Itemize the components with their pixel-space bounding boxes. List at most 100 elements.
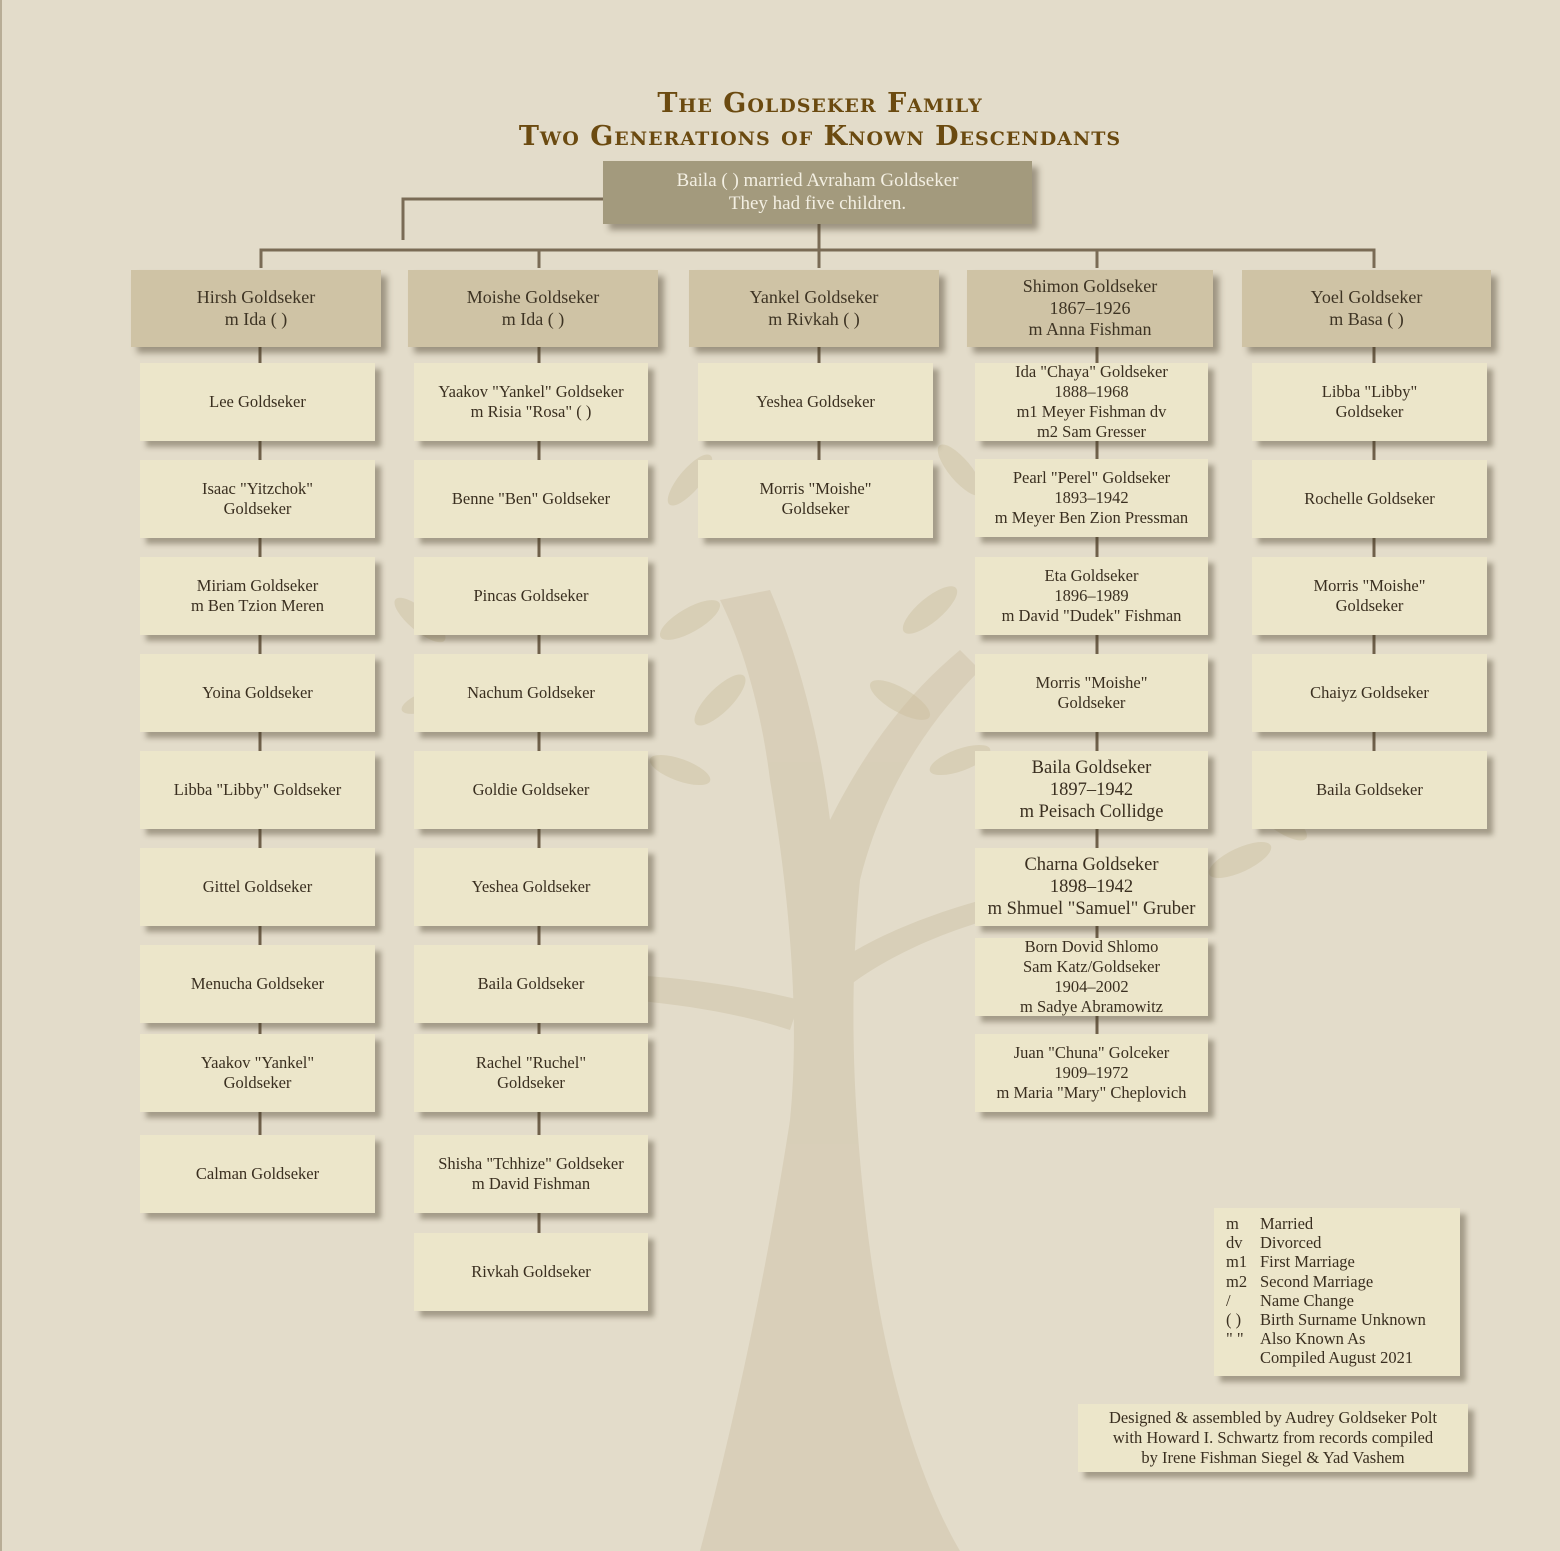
legend-row: /Name Change (1214, 1291, 1460, 1310)
grandchild-name-line: Yaakov "Yankel" Goldseker (438, 382, 624, 402)
page-edge (0, 0, 2, 1551)
legend-meaning: Married (1260, 1214, 1314, 1233)
legend-key: ( ) (1226, 1309, 1242, 1329)
child-name-line: Yankel Goldseker (749, 286, 879, 307)
grandchild-name-line: m Maria "Mary" Cheplovich (996, 1082, 1187, 1102)
grandchild-name-line: Yeshea Goldseker (756, 392, 875, 412)
legend-meaning: Birth Surname Unknown (1260, 1309, 1426, 1329)
grandchild-name-line: Pearl "Perel" Goldseker (1012, 468, 1171, 488)
grandchild-name-line: Goldseker (223, 499, 292, 518)
grandchild-name-line: Yaakov "Yankel" (200, 1053, 315, 1073)
legend-meaning: Second Marriage (1260, 1271, 1374, 1291)
grandchild-name-line: Sam Katz/Goldseker (1022, 957, 1160, 977)
child-name-line: m Basa ( ) (1329, 308, 1404, 329)
grandchild-name-line: m Ben Tzion Meren (190, 596, 325, 615)
root-couple-box: Baila ( ) married Avraham Goldseker They… (603, 161, 1032, 224)
grandchild-name-line: Calman Goldseker (195, 1164, 320, 1184)
grandchild-box: Rachel "Ruchel"Goldseker (414, 1034, 648, 1112)
grandchild-name-line: Libba "Libby" (1321, 382, 1418, 402)
grandchild-name-line: Morris "Moishe" (759, 479, 872, 499)
child-name-line: Hirsh Goldseker (196, 286, 316, 307)
grandchild-name-line: m Sadye Abramowitz (1020, 996, 1163, 1016)
child-name-line: m Ida ( ) (501, 308, 565, 329)
grandchild-name-line: m Peisach Collidge (1019, 802, 1164, 823)
grandchild-box: Goldie Goldseker (414, 751, 648, 829)
grandchild-name-line: Goldseker (781, 499, 850, 518)
grandchild-box: Gittel Goldseker (140, 848, 375, 926)
grandchild-name-line: Lee Goldseker (209, 392, 306, 412)
grandchild-name-line: Pincas Goldseker (473, 586, 589, 606)
credit-line-2: with Howard I. Schwartz from records com… (1112, 1428, 1434, 1448)
child-name-line: Moishe Goldseker (466, 286, 600, 307)
grandchild-name-line: Morris "Moishe" (1035, 673, 1148, 693)
legend-key: dv (1226, 1233, 1243, 1253)
grandchild-name-line: m2 Sam Gresser (1036, 421, 1147, 441)
legend-key: m2 (1226, 1271, 1248, 1291)
grandchild-name-line: m David Fishman (471, 1174, 591, 1193)
legend-meaning: Divorced (1260, 1233, 1322, 1253)
grandchild-box: Yeshea Goldseker (698, 363, 933, 441)
grandchild-box: Calman Goldseker (140, 1135, 375, 1213)
grandchild-box: Baila Goldseker (414, 945, 648, 1023)
grandchild-box: Yoina Goldseker (140, 654, 375, 732)
grandchild-name-line: m Meyer Ben Zion Pressman (994, 507, 1189, 527)
grandchild-box: Yeshea Goldseker (414, 848, 648, 926)
grandchild-box: Chaiyz Goldseker (1252, 654, 1487, 732)
child-name-line: m Rivkah ( ) (768, 308, 860, 329)
credit-box: Designed & assembled by Audrey Goldseker… (1078, 1404, 1468, 1472)
grandchild-name-line: m Risia "Rosa" ( ) (470, 402, 592, 421)
legend-meaning: First Marriage (1260, 1252, 1355, 1272)
grandchild-name-line: Isaac "Yitzchok" (201, 479, 314, 499)
legend-row: ( ) Birth Surname Unknown (1214, 1310, 1460, 1329)
grandchild-name-line: m1 Meyer Fishman dv (1016, 402, 1167, 421)
child-name-line: 1867–1926 (1049, 297, 1131, 318)
legend-key: m1 (1226, 1252, 1248, 1272)
child-name-line: Shimon Goldseker (1022, 276, 1158, 297)
legend-meaning: Compiled August 2021 (1260, 1348, 1414, 1368)
credit-line-3: by Irene Fishman Siegel & Yad Vashem (1141, 1447, 1405, 1467)
grandchild-box: Benne "Ben" Goldseker (414, 460, 648, 538)
legend-row: m Married (1214, 1214, 1460, 1233)
grandchild-name-line: 1896–1989 (1054, 586, 1129, 606)
legend-key: m (1226, 1214, 1239, 1233)
grandchild-box: Baila Goldseker (1252, 751, 1487, 829)
grandchild-name-line: Ida "Chaya" Goldseker (1015, 362, 1168, 382)
grandchild-name-line: Menucha Goldseker (190, 974, 325, 994)
grandchild-name-line: Baila Goldseker (477, 974, 585, 994)
grandchild-name-line: Goldie Goldseker (472, 780, 590, 800)
grandchild-box: Morris "Moishe"Goldseker (975, 654, 1208, 732)
legend-row: Compiled August 2021 (1214, 1348, 1460, 1367)
grandchild-name-line: Goldseker (223, 1073, 292, 1092)
legend-key (1214, 1348, 1260, 1367)
chart-title: The Goldseker Family (657, 88, 983, 119)
grandchild-name-line: m Shmuel "Samuel" Gruber (987, 899, 1196, 920)
grandchild-name-line: Morris "Moishe" (1313, 576, 1426, 596)
grandchild-box: Morris "Moishe"Goldseker (1252, 557, 1487, 635)
grandchild-name-line: Goldseker (497, 1073, 565, 1092)
root-line-2: They had five children. (728, 192, 907, 214)
grandchild-box: Rochelle Goldseker (1252, 460, 1487, 538)
grandchild-name-line: Rachel "Ruchel" (475, 1053, 587, 1073)
legend-key: " " (1226, 1329, 1244, 1349)
grandchild-box: Menucha Goldseker (140, 945, 375, 1023)
chart-subtitle: Two Generations of Known Descendants (518, 121, 1122, 152)
grandchild-name-line: Born Dovid Shlomo (1024, 937, 1159, 957)
grandchild-name-line: Gittel Goldseker (202, 877, 313, 897)
child-name-line: m Anna Fishman (1028, 319, 1152, 340)
credit-line-1: Designed & assembled by Audrey Goldseker… (1108, 1408, 1438, 1428)
grandchild-name-line: Rivkah Goldseker (471, 1262, 591, 1282)
